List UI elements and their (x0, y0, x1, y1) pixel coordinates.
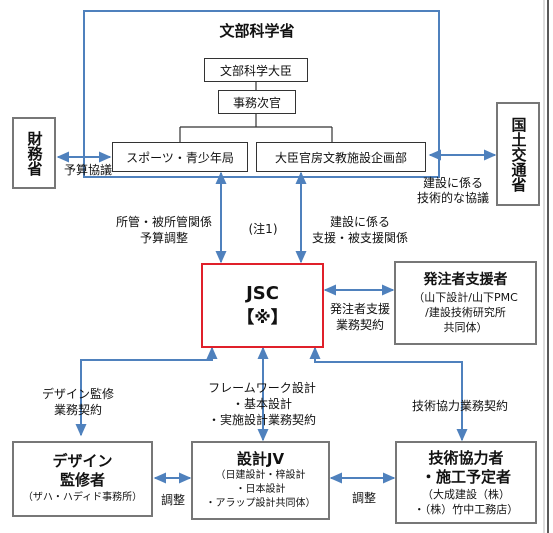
mlit-link-label-1: 建設に係る (422, 176, 483, 190)
design-jv-label-3: ・実施設計業務契約 (207, 413, 316, 427)
orderer-support-line1: （山下設計/山下PMC (413, 291, 518, 304)
facilities-dept-box: 大臣官房文教施設企画部 (256, 142, 426, 172)
sports-jsc-label-2: 予算調整 (139, 231, 188, 245)
mof-link-label: 予算協議 (63, 163, 112, 177)
minister-box: 文部科学大臣 (204, 58, 308, 82)
jsc-mark: 【※】 (237, 307, 288, 328)
tech-partner-line1: （大成建設（株） (422, 487, 510, 501)
design-supervisor-sub: （ザハ・ハディド事務所） (22, 492, 143, 503)
design-jv-title: 設計JV (236, 450, 285, 468)
mof-label: 財務省 (25, 130, 44, 176)
minister-label: 文部科学大臣 (219, 63, 292, 78)
tech-cooperation-arrow (309, 346, 468, 442)
mext-title: 文部科学省 (219, 22, 295, 40)
jsc-name: JSC (246, 282, 279, 304)
design-supervision-arrow (75, 346, 218, 437)
orderer-support-line2: /建設技術研究所 (425, 306, 506, 319)
note-label: (注1) (248, 222, 278, 236)
design-supervision-label-1: デザイン監修 (41, 387, 114, 401)
design-supervisor-title-1: デザイン (52, 452, 113, 470)
design-supervisor-title-2: 監修者 (59, 471, 105, 489)
mext-frame (83, 10, 440, 178)
vice-minister-box: 事務次官 (218, 90, 296, 114)
design-supervisor-box: デザイン 監修者 （ザハ・ハディド事務所） (12, 441, 153, 517)
sports-jsc-label-1: 所管・被所管関係 (115, 215, 212, 229)
design-jv-label-2: ・基本設計 (231, 397, 292, 411)
mlit-box: 国土交通省 (496, 102, 540, 206)
support-label-2: 業務契約 (335, 318, 384, 332)
tech-partner-line2: ・（株）竹中工務店） (413, 502, 519, 516)
design-jv-line2: ・日本設計 (235, 484, 286, 495)
sports-bureau-label: スポーツ・青少年局 (126, 150, 234, 165)
mlit-link-label-2: 技術的な協議 (416, 191, 489, 205)
mof-box: 財務省 (12, 117, 56, 189)
support-label-1: 発注者支援 (329, 302, 390, 316)
org-chart-lines (179, 82, 333, 142)
facilities-jsc-label-2: 支援・被支援関係 (311, 231, 408, 245)
vice-minister-label: 事務次官 (232, 95, 281, 110)
coord-left-label: 調整 (160, 493, 185, 507)
design-jv-label-1: フレームワーク設計 (208, 381, 316, 395)
tech-partner-box: 技術協力者 ・施工予定者 （大成建設（株） ・（株）竹中工務店） (395, 441, 537, 524)
design-supervision-label-2: 業務契約 (53, 403, 102, 417)
tech-partner-title-1: 技術協力者 (428, 448, 504, 467)
tech-cooperation-label: 技術協力業務契約 (411, 399, 508, 413)
facilities-jsc-label-1: 建設に係る (329, 215, 390, 229)
tech-partner-title-2: ・施工予定者 (420, 467, 511, 486)
orderer-support-line3: 共同体） (443, 321, 488, 334)
sports-bureau-box: スポーツ・青少年局 (112, 142, 248, 172)
design-jv-line3: ・アラップ設計共同体） (205, 498, 316, 509)
facilities-dept-label: 大臣官房文教施設企画部 (274, 150, 407, 165)
mlit-label: 国土交通省 (509, 116, 528, 192)
jsc-box: JSC 【※】 (201, 263, 324, 348)
design-jv-line1: （日建設計・梓設計 (215, 470, 306, 481)
orderer-support-title: 発注者支援者 (423, 272, 508, 288)
coord-right-label: 調整 (351, 491, 376, 505)
orderer-support-box: 発注者支援者 （山下設計/山下PMC /建設技術研究所 共同体） (394, 261, 537, 345)
design-jv-box: 設計JV （日建設計・梓設計 ・日本設計 ・アラップ設計共同体） (191, 441, 330, 520)
